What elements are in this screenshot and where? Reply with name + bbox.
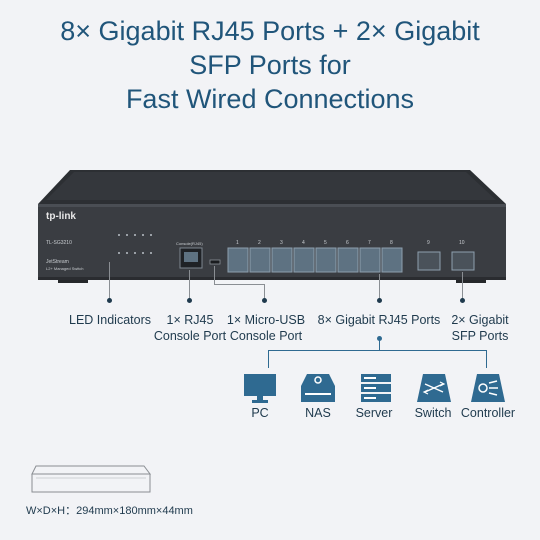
sfp-connector <box>462 272 463 302</box>
callout-line: Console Port <box>229 329 303 343</box>
rj45-console-port <box>179 247 203 269</box>
port-number: 5 <box>324 240 327 246</box>
callout-line: 1× RJ45 <box>166 313 214 327</box>
port-number: 1 <box>236 240 239 246</box>
sfp-port-9 <box>417 251 441 271</box>
device-label-switch: Switch <box>414 406 452 420</box>
led-connector-dot <box>107 298 112 303</box>
callout-rj45-console: 1× RJ45 Console Port <box>140 312 240 344</box>
rj45-ports-connector-dot <box>377 298 382 303</box>
rj45-ports-group <box>227 247 403 273</box>
series-label: JetStream <box>46 259 69 265</box>
server-icon <box>356 372 396 404</box>
micro-usb-port <box>209 259 221 265</box>
nas-icon <box>298 372 338 404</box>
dimension-outline-icon <box>30 464 154 503</box>
callout-micro-usb-console: 1× Micro-USB Console Port <box>216 312 316 344</box>
usb-connector-horizontal <box>214 284 264 285</box>
dimensions-text: W×D×H：294mm×180mm×44mm <box>26 505 193 517</box>
controller-icon <box>468 372 508 404</box>
device-label-server: Server <box>355 406 393 420</box>
callout-line: 1× Micro-USB <box>226 313 306 327</box>
callout-line: SFP Ports <box>451 329 509 343</box>
usb-connector-drop <box>264 284 265 302</box>
tree-branch-controller <box>486 350 487 368</box>
callout-rj45-ports: 8× Gigabit RJ45 Ports <box>314 312 444 328</box>
switch-top-surface <box>38 170 506 204</box>
monitor-icon <box>240 372 280 404</box>
callout-line: 8× Gigabit RJ45 Ports <box>317 313 441 327</box>
callout-led-indicators: LED Indicators <box>60 312 160 328</box>
callout-line: Console Port <box>153 329 227 343</box>
tree-root-node <box>377 336 382 341</box>
rj45-ports-connector <box>379 274 380 302</box>
callout-line: LED Indicators <box>69 313 151 327</box>
subtitle-label: L2+ Managed Switch <box>46 266 84 271</box>
headline-line-1: 8× Gigabit RJ45 Ports + 2× Gigabit <box>60 16 480 46</box>
device-label-pc: PC <box>251 406 269 420</box>
callout-sfp-ports: 2× Gigabit SFP Ports <box>440 312 520 344</box>
sfp-connector-dot <box>460 298 465 303</box>
device-label-nas: NAS <box>305 406 331 420</box>
sfp-port-10 <box>451 251 475 271</box>
tree-bar <box>268 350 486 351</box>
rj45-console-connector-dot <box>187 298 192 303</box>
console-label: Console(RJ45) <box>176 241 203 246</box>
usb-connector <box>214 266 215 284</box>
led-panel <box>118 234 152 254</box>
device-label-controller: Controller <box>460 406 516 420</box>
tree-trunk <box>379 340 380 350</box>
brand-logo: tp-link <box>46 211 76 222</box>
port-number: 4 <box>302 240 305 246</box>
tree-branch-pc <box>268 350 269 368</box>
port-number: 8 <box>390 240 393 246</box>
led-connector <box>109 262 110 302</box>
model-label: TL-SG3210 <box>46 240 72 246</box>
port-number: 7 <box>368 240 371 246</box>
port-number: 3 <box>280 240 283 246</box>
switch-icon <box>414 372 454 404</box>
usb-connector-dot <box>262 298 267 303</box>
port-number: 10 <box>459 240 465 246</box>
port-number: 2 <box>258 240 261 246</box>
callout-line: 2× Gigabit <box>451 313 509 327</box>
port-number: 6 <box>346 240 349 246</box>
headline-line-3: Fast Wired Connections <box>125 84 415 114</box>
port-number: 9 <box>427 240 430 246</box>
port-numbers: 1 2 3 4 5 6 7 8 9 10 <box>0 240 540 248</box>
rj45-console-connector <box>189 270 190 302</box>
headline: 8× Gigabit RJ45 Ports + 2× Gigabit SFP P… <box>0 14 540 116</box>
headline-line-2: SFP Ports for <box>189 50 351 80</box>
